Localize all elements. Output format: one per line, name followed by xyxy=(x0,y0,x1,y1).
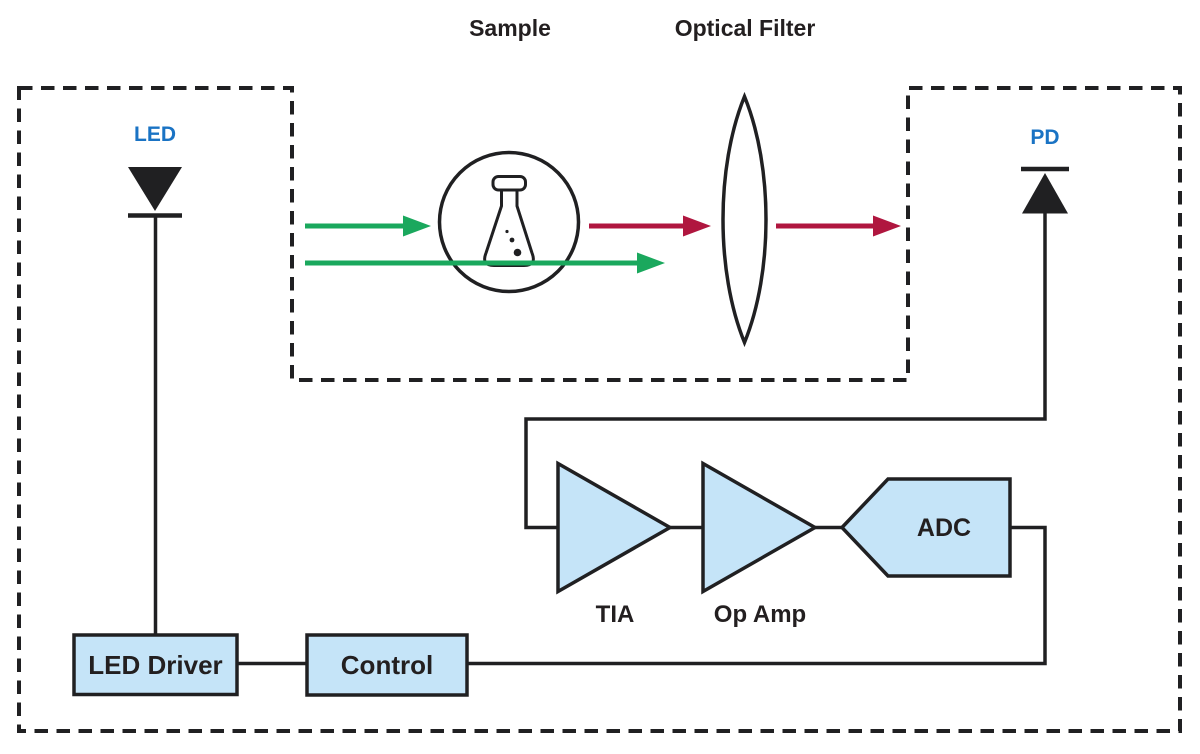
control-label: Control xyxy=(341,650,433,680)
green-arrowhead-lower-icon xyxy=(637,252,665,274)
control-box xyxy=(305,633,469,697)
red-arrowhead-2-icon xyxy=(873,215,901,237)
led-label: LED xyxy=(134,123,176,146)
flask-bubble-medium xyxy=(509,237,515,243)
red-beam-arrow-2 xyxy=(776,215,901,237)
green-beam-arrow-lower xyxy=(305,252,665,274)
pd-triangle-icon xyxy=(1022,173,1068,214)
opamp-label: Op Amp xyxy=(714,601,806,628)
pd-symbol xyxy=(1021,166,1069,214)
flask-bubble-small xyxy=(505,229,509,234)
pd-label: PD xyxy=(1030,126,1059,149)
green-arrowhead-upper-icon xyxy=(403,215,431,237)
adc-to-control-wire xyxy=(467,525,1047,666)
tia-label: TIA xyxy=(596,601,635,628)
adc-label: ADC xyxy=(917,514,971,542)
led-driver-box xyxy=(72,633,239,697)
flask-lip xyxy=(491,175,527,192)
green-beam-arrow-upper xyxy=(305,215,431,237)
tia-triangle xyxy=(556,460,674,595)
red-beam-arrow-1 xyxy=(589,215,711,237)
optical-filter-lens xyxy=(721,91,768,348)
flask-bubble-large xyxy=(513,248,522,257)
opamp-triangle xyxy=(701,460,819,595)
optical-filter-label: Optical Filter xyxy=(675,15,816,41)
led-triangle-icon xyxy=(128,167,182,211)
led-driver-label: LED Driver xyxy=(88,650,222,680)
sample-label: Sample xyxy=(469,15,551,41)
led-symbol xyxy=(128,167,182,218)
red-arrowhead-1-icon xyxy=(683,215,711,237)
pd-to-tia-wire xyxy=(524,213,1047,530)
